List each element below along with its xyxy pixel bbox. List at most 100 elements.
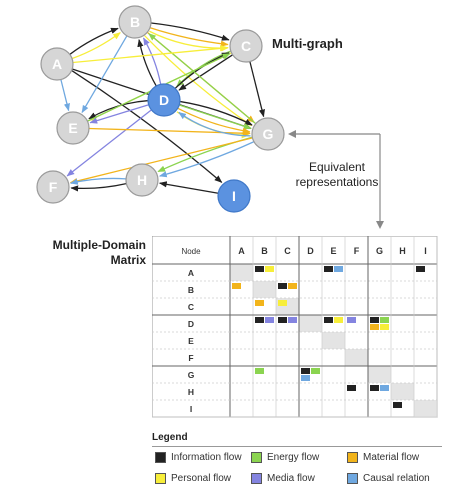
matrix-mark-D-E-information xyxy=(324,317,333,323)
matrix-mark-D-G-material xyxy=(370,324,379,330)
legend-swatch xyxy=(251,452,262,463)
node-E: E xyxy=(56,111,90,145)
node-label: E xyxy=(68,120,77,136)
matrix-col-header-I: I xyxy=(424,246,427,256)
matrix-row-header-D: D xyxy=(188,319,194,329)
edge-A-C-personal xyxy=(72,45,229,64)
matrix-mark-I-H-information xyxy=(393,402,402,408)
legend-item-energy: Energy flow xyxy=(248,452,344,463)
legend-title: Legend xyxy=(152,432,188,443)
edge-B-C-material xyxy=(149,27,229,47)
matrix-mark-A-I-information xyxy=(416,266,425,272)
equivalent-representations-label: Equivalent representations xyxy=(282,160,392,190)
matrix-mark-D-B-information xyxy=(255,317,264,323)
edge-D-E-media xyxy=(89,104,149,124)
node-circle xyxy=(251,117,285,151)
mdm-title-line-1: Multiple-Domain xyxy=(52,238,146,252)
equivalent-line-2: representations xyxy=(295,175,379,189)
matrix-row-header-E: E xyxy=(188,336,194,346)
edge-G-H-causal xyxy=(158,141,255,178)
matrix-mark-G-B-energy xyxy=(255,368,264,374)
legend-item-causal: Causal relation xyxy=(344,473,440,484)
matrix-row-header-A: A xyxy=(188,268,194,278)
node-A: A xyxy=(40,47,74,81)
edge-H-F-information xyxy=(70,183,127,192)
edge-D-B-information xyxy=(137,38,157,87)
matrix-row-header-F: F xyxy=(188,353,193,363)
legend-swatch xyxy=(347,473,358,484)
legend-label: Causal relation xyxy=(363,473,430,484)
legend-label: Personal flow xyxy=(171,473,232,484)
node-circle xyxy=(229,29,263,63)
edge-G-D-causal xyxy=(178,111,251,137)
edge-D-G-energy xyxy=(179,104,252,130)
edge-A-B-information xyxy=(69,27,119,55)
node-circle xyxy=(56,111,90,145)
matrix-diagonal-cell xyxy=(368,366,391,383)
matrix-mark-G-D-causal xyxy=(301,375,310,381)
matrix-mark-B-C-material xyxy=(288,283,297,289)
edge-D-G-information xyxy=(180,100,253,126)
node-G: G xyxy=(251,117,285,151)
edge-A-I-information xyxy=(71,70,223,183)
matrix-diagonal-cell xyxy=(414,400,437,417)
matrix-col-header-E: E xyxy=(330,246,336,256)
matrix-diagonal-cell xyxy=(253,281,276,298)
matrix-mark-A-B-information xyxy=(255,266,264,272)
matrix-diagonal-cell xyxy=(299,315,322,332)
edge-G-B-energy xyxy=(148,33,257,125)
matrix-col-header-C: C xyxy=(284,246,291,256)
edge-I-H-information xyxy=(158,181,219,194)
matrix-col-header-H: H xyxy=(399,246,406,256)
legend-swatch xyxy=(251,473,262,484)
legend-item-media: Media flow xyxy=(248,473,344,484)
matrix-col-header-G: G xyxy=(376,246,383,256)
legend-swatch xyxy=(347,452,358,463)
legend-label: Media flow xyxy=(267,473,315,484)
node-label: G xyxy=(263,126,274,142)
matrix-mark-A-E-information xyxy=(324,266,333,272)
legend-swatch xyxy=(155,452,166,463)
equivalence-connector xyxy=(288,130,384,229)
matrix-row-header-B: B xyxy=(188,285,194,295)
matrix-mark-B-C-information xyxy=(278,283,287,289)
node-label: F xyxy=(49,179,58,195)
matrix-mark-D-F-media xyxy=(347,317,356,323)
matrix-mark-B-A-material xyxy=(232,283,241,289)
edge-B-C-personal xyxy=(149,30,228,52)
node-label: B xyxy=(130,14,140,30)
node-H: H xyxy=(125,163,159,197)
edge-B-E-causal xyxy=(81,35,128,114)
matrix-mark-D-E-personal xyxy=(334,317,343,323)
node-F: F xyxy=(36,170,70,204)
edge-D-F-media xyxy=(66,109,152,177)
legend: Legend Information flow Energy flow Mate… xyxy=(152,432,442,494)
edge-B-C-information xyxy=(151,22,230,41)
mdm-title: Multiple-Domain Matrix xyxy=(34,238,146,268)
matrix-frame xyxy=(152,236,438,418)
node-label: D xyxy=(159,92,169,108)
legend-label: Material flow xyxy=(363,452,420,463)
legend-swatch xyxy=(155,473,166,484)
matrix-mark-G-D-energy xyxy=(311,368,320,374)
legend-item-material: Material flow xyxy=(344,452,440,463)
edge-E-G-material xyxy=(88,127,251,137)
matrix-col-header-D: D xyxy=(307,246,314,256)
node-I: I xyxy=(217,179,251,213)
edge-C-G-information xyxy=(249,61,265,118)
matrix-mark-H-G-causal xyxy=(380,385,389,391)
matrix-mark-A-E-causal xyxy=(334,266,343,272)
legend-divider xyxy=(152,446,442,447)
node-label: H xyxy=(137,172,147,188)
matrix-mark-D-C-information xyxy=(278,317,287,323)
matrix-mark-D-B-media xyxy=(265,317,274,323)
edge-H-F-causal xyxy=(69,177,126,185)
node-D: D xyxy=(147,83,181,117)
matrix-node-header: Node xyxy=(181,247,201,256)
edge-B-G-personal xyxy=(144,35,253,127)
edge-C-D-information xyxy=(178,54,233,91)
matrix-mark-D-C-media xyxy=(288,317,297,323)
edge-D-G-material xyxy=(177,107,251,134)
